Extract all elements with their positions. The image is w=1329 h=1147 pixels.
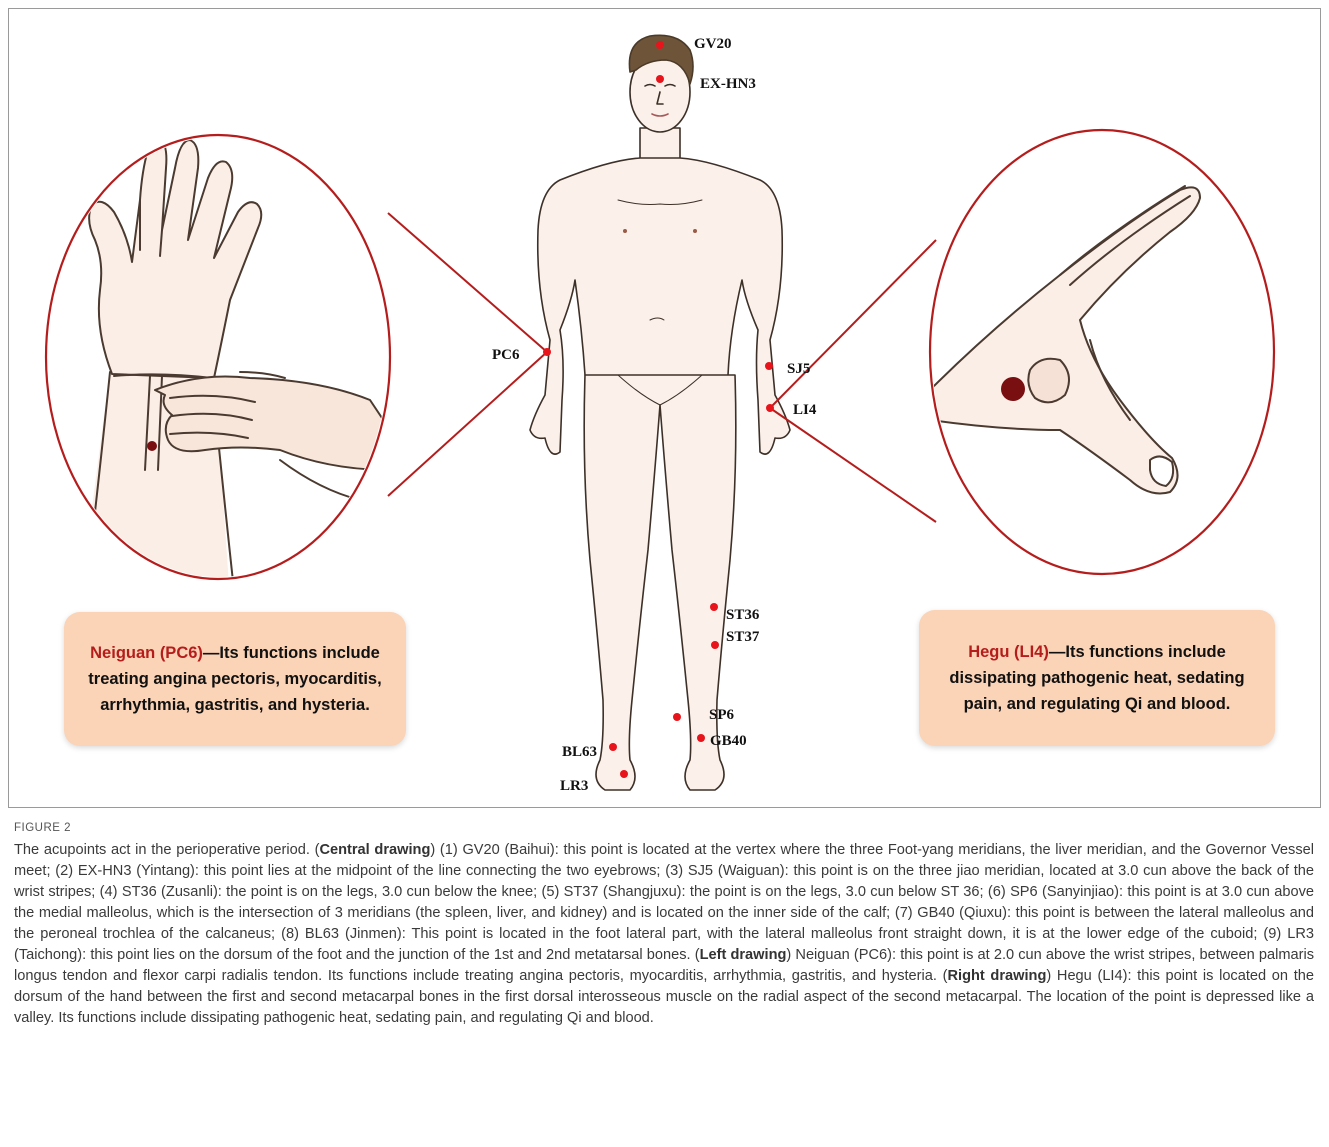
neiguan-info-box: Neiguan (PC6)—Its functions include trea… <box>64 612 406 746</box>
hegu-line2: dissipating pathogenic heat, sedating <box>949 669 1244 687</box>
li4-detail-dot <box>1001 377 1025 401</box>
neiguan-line2: treating angina pectoris, myocarditis, <box>88 670 381 688</box>
label-gb40: GB40 <box>710 733 747 749</box>
label-ex-hn3: EX-HN3 <box>700 76 756 92</box>
left-callout-line-top <box>388 213 547 352</box>
label-pc6: PC6 <box>492 347 520 363</box>
neiguan-line1: —Its functions include <box>203 644 380 662</box>
label-sp6: SP6 <box>709 707 735 723</box>
hegu-title: Hegu (LI4) <box>968 643 1049 661</box>
label-lr3: LR3 <box>560 778 588 794</box>
left-callout-line-bottom <box>388 352 547 496</box>
hegu-info-box: Hegu (LI4)—Its functions include dissipa… <box>919 610 1275 746</box>
caption-central-heading: Central drawing <box>319 842 430 858</box>
pc6-detail-dot <box>147 441 157 451</box>
caption-intro: The acupoints act in the perioperative p… <box>14 842 319 858</box>
caption-central-text: ) (1) GV20 (Baihui): this point is locat… <box>14 842 1314 963</box>
right-callout-line-top <box>770 240 936 408</box>
caption-left-heading: Left drawing <box>700 947 787 963</box>
left-magnified-wrist <box>46 135 390 600</box>
hegu-line1: —Its functions include <box>1049 643 1226 661</box>
neiguan-title: Neiguan (PC6) <box>90 644 203 662</box>
label-bl63: BL63 <box>562 744 597 760</box>
label-st36: ST36 <box>726 607 760 623</box>
right-magnified-hand <box>930 130 1274 574</box>
right-callout-line-bottom <box>770 408 936 522</box>
figure-number: FIGURE 2 <box>14 822 1314 834</box>
label-st37: ST37 <box>726 629 760 645</box>
caption-text: The acupoints act in the perioperative p… <box>14 840 1314 1029</box>
label-sj5: SJ5 <box>787 361 810 377</box>
caption-right-heading: Right drawing <box>947 968 1046 984</box>
hegu-line3: pain, and regulating Qi and blood. <box>964 695 1231 713</box>
label-gv20: GV20 <box>694 36 732 52</box>
figure-caption: FIGURE 2 The acupoints act in the periop… <box>14 822 1314 1029</box>
neiguan-line3: arrhythmia, gastritis, and hysteria. <box>100 696 370 714</box>
body-figure <box>530 35 790 790</box>
label-li4: LI4 <box>793 402 817 418</box>
acupoint-pc6: PC6 <box>492 347 551 363</box>
